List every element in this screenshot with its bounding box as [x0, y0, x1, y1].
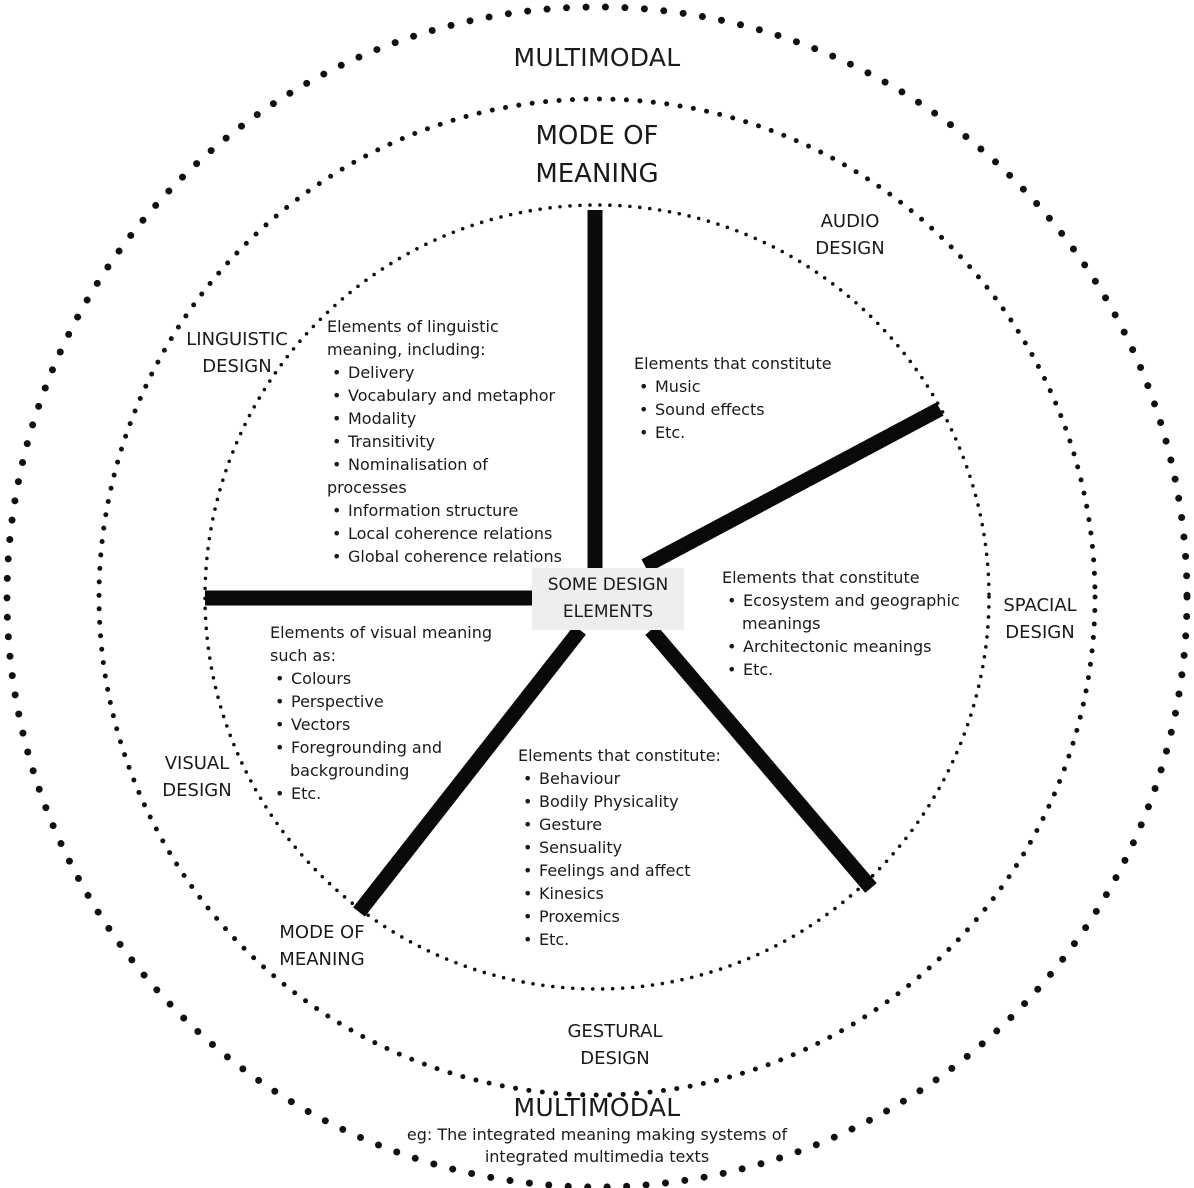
- list-item-continuation: backgrounding: [290, 761, 410, 780]
- gestural-elements-block: Elements that constitute: Behaviour Bodi…: [518, 744, 721, 951]
- linguistic-title-line2: DESIGN: [202, 356, 272, 377]
- audio-title-line2: DESIGN: [815, 238, 885, 259]
- list-item: Modality: [327, 407, 562, 430]
- spacial-design-title: SPACIAL DESIGN: [988, 592, 1092, 646]
- list-item: Gesture: [518, 813, 721, 836]
- list-item: Sound effects: [634, 398, 832, 421]
- multimodal-note-line2: integrated multimedia texts: [484, 1147, 710, 1167]
- list-item: Etc.: [270, 782, 492, 805]
- list-item: Delivery: [327, 361, 562, 384]
- list-item: Colours: [270, 667, 492, 690]
- linguistic-design-title: LINGUISTIC DESIGN: [172, 326, 302, 380]
- audio-design-title: AUDIO DESIGN: [790, 208, 910, 262]
- visual-intro-line2: such as:: [270, 646, 337, 665]
- list-item: Proxemics: [518, 905, 721, 928]
- center-line2: ELEMENTS: [562, 602, 654, 622]
- linguistic-intro-line1: Elements of linguistic: [327, 317, 499, 336]
- multimodal-bottom-note: eg: The integrated meaning making system…: [347, 1124, 847, 1169]
- list-item: Nominalisation of: [327, 453, 562, 476]
- mode-of-meaning-small-line2: MEANING: [279, 949, 365, 970]
- spoke-gestural-visual: [353, 625, 586, 917]
- gestural-design-title: GESTURAL DESIGN: [540, 1018, 690, 1072]
- center-line1: SOME DESIGN: [547, 575, 669, 595]
- spacial-elements-list: Ecosystem and geographic meanings Archit…: [722, 589, 960, 681]
- audio-elements-block: Elements that constitute Music Sound eff…: [634, 352, 832, 444]
- list-item: Etc.: [722, 658, 960, 681]
- list-item: Transitivity: [327, 430, 562, 453]
- linguistic-elements-list: Delivery Vocabulary and metaphor Modalit…: [327, 361, 562, 568]
- list-item: Local coherence relations: [327, 522, 562, 545]
- visual-title-line2: DESIGN: [162, 780, 232, 801]
- visual-elements-block: Elements of visual meaning such as: Colo…: [270, 621, 492, 805]
- spoke-audio-spacial: [641, 402, 944, 573]
- audio-elements-list: Music Sound effects Etc.: [634, 375, 832, 444]
- spokes: [205, 210, 944, 917]
- list-item: Ecosystem and geographic: [722, 589, 960, 612]
- mode-of-meaning-small-line1: MODE OF: [279, 922, 365, 943]
- visual-title-line1: VISUAL: [164, 753, 230, 774]
- mode-of-meaning-top-line2: MEANING: [535, 158, 659, 189]
- linguistic-intro-line2: meaning, including:: [327, 340, 486, 359]
- spacial-title-line2: DESIGN: [1005, 622, 1075, 643]
- mode-of-meaning-top-label: MODE OF MEANING: [457, 118, 737, 193]
- list-item: Etc.: [518, 928, 721, 951]
- list-item: Bodily Physicality: [518, 790, 721, 813]
- list-item: Global coherence relations: [327, 545, 562, 568]
- audio-title-line1: AUDIO: [820, 211, 880, 232]
- list-item: Information structure: [327, 499, 562, 522]
- spacial-elements-block: Elements that constitute Ecosystem and g…: [722, 566, 960, 681]
- spacial-title-line1: SPACIAL: [1003, 595, 1077, 616]
- list-item: Architectonic meanings: [722, 635, 960, 658]
- list-item: Behaviour: [518, 767, 721, 790]
- gestural-elements-list: Behaviour Bodily Physicality Gesture Sen…: [518, 767, 721, 951]
- multimodal-bottom-label: MULTIMODAL: [513, 1093, 681, 1122]
- list-item: Sensuality: [518, 836, 721, 859]
- list-item-continuation: processes: [327, 478, 407, 497]
- list-item: Music: [634, 375, 832, 398]
- list-item: Perspective: [270, 690, 492, 713]
- list-item-continuation: meanings: [742, 614, 821, 633]
- list-item: Vectors: [270, 713, 492, 736]
- gestural-title-line1: GESTURAL: [567, 1021, 663, 1042]
- mode-of-meaning-ring: [96, 96, 1098, 1098]
- mode-of-meaning-top-line1: MODE OF: [535, 121, 659, 151]
- list-item: Kinesics: [518, 882, 721, 905]
- linguistic-title-line1: LINGUISTIC: [186, 329, 288, 350]
- audio-intro: Elements that constitute: [634, 354, 832, 373]
- visual-elements-list: Colours Perspective Vectors Foregroundin…: [270, 667, 492, 805]
- center-design-elements-box: SOME DESIGN ELEMENTS: [532, 568, 684, 630]
- visual-design-title: VISUAL DESIGN: [142, 750, 252, 804]
- gestural-title-line2: DESIGN: [580, 1048, 650, 1069]
- visual-intro-line1: Elements of visual meaning: [270, 623, 493, 642]
- spacial-intro: Elements that constitute: [722, 568, 920, 587]
- list-item: Etc.: [634, 421, 832, 444]
- list-item: Vocabulary and metaphor: [327, 384, 562, 407]
- linguistic-elements-block: Elements of linguistic meaning, includin…: [327, 315, 562, 568]
- outer-multimodal-ring: [3, 3, 1191, 1188]
- multimodal-note-line1: eg: The integrated meaning making system…: [406, 1125, 788, 1144]
- gestural-intro: Elements that constitute:: [518, 746, 721, 765]
- list-item: Feelings and affect: [518, 859, 721, 882]
- multimodal-top-label: MULTIMODAL: [513, 43, 681, 72]
- list-item: Foregrounding and: [270, 736, 492, 759]
- mode-of-meaning-small-label: MODE OF MEANING: [262, 919, 382, 973]
- spoke-spacial-gestural: [645, 625, 877, 893]
